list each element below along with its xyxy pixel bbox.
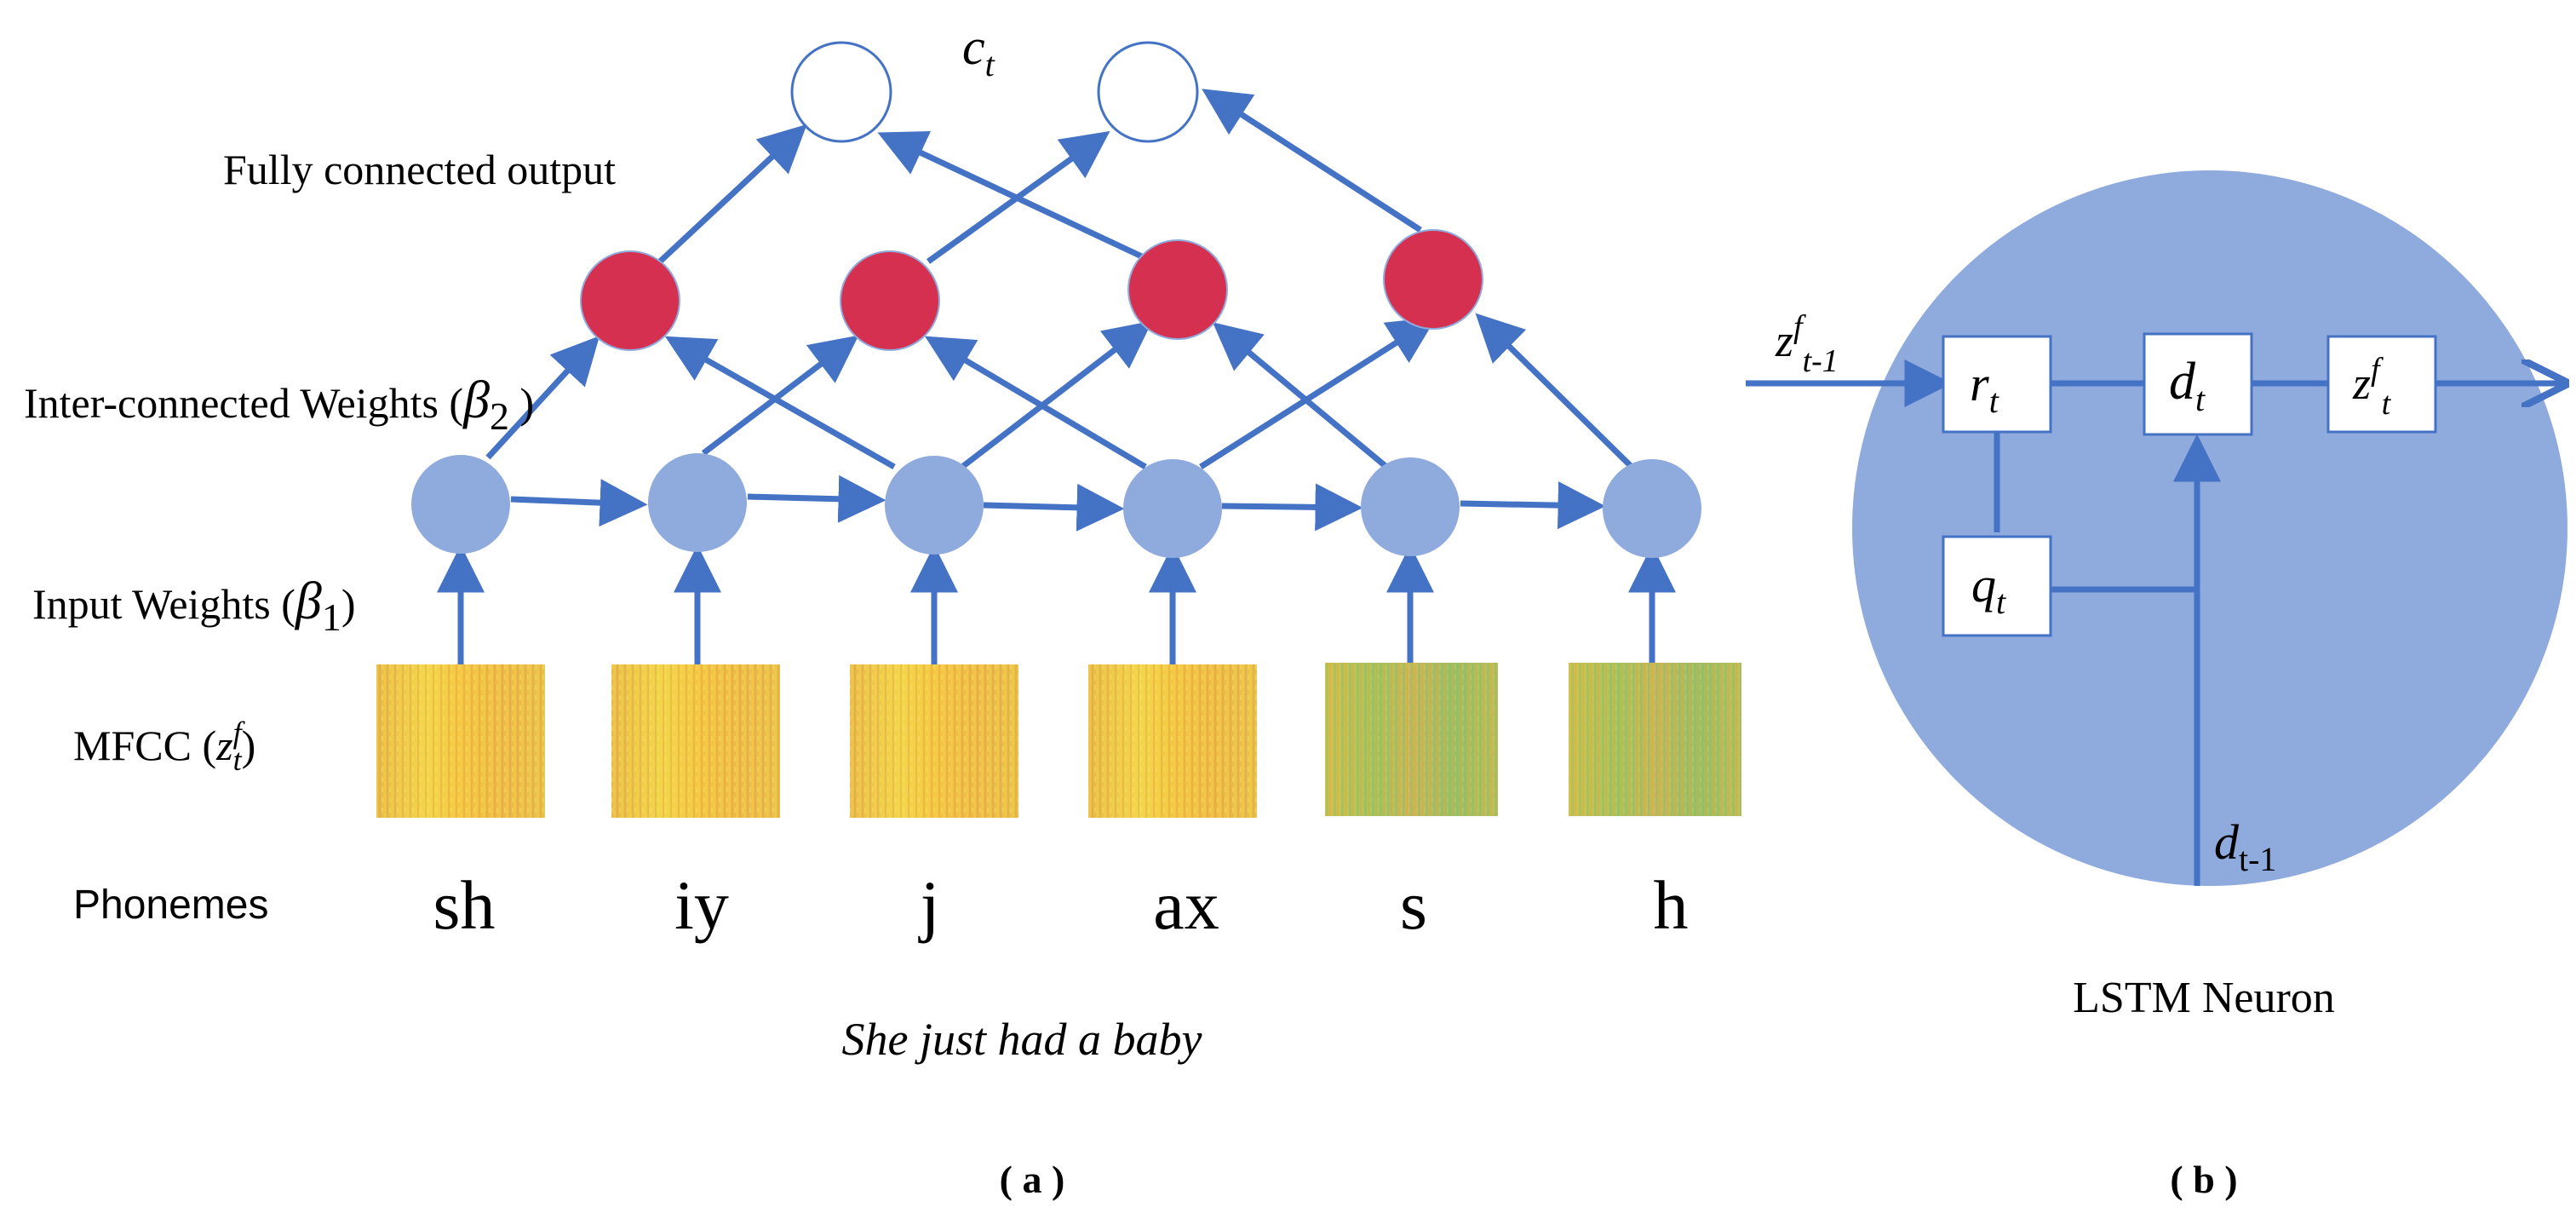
inter-connected-label: Inter-connected Weights (β2 ) bbox=[24, 371, 534, 438]
hidden-layer bbox=[580, 229, 1483, 351]
edge-lstm4-hidden2 bbox=[924, 336, 1147, 470]
neuron-bottom-label: dt-1 bbox=[2214, 814, 2276, 878]
lstm-node-1 bbox=[411, 455, 510, 554]
phonemes-label: Phonemes bbox=[73, 883, 268, 928]
lstm-node-2 bbox=[648, 453, 747, 552]
mfcc-box-5 bbox=[1325, 663, 1498, 816]
hidden-node-4 bbox=[1383, 229, 1483, 330]
mfcc-box-2 bbox=[611, 664, 780, 818]
output-node-2 bbox=[1097, 41, 1199, 143]
edge-lstm6-hidden4 bbox=[1475, 313, 1634, 469]
edge-lstm3-lstm4 bbox=[983, 483, 1125, 532]
edge-lstm2-lstm3 bbox=[747, 474, 886, 523]
mfcc-box-4 bbox=[1088, 664, 1257, 818]
edge-hidden1-output1 bbox=[657, 124, 807, 264]
fully-connected-label: Fully connected output bbox=[223, 146, 616, 193]
neuron-edges bbox=[1746, 359, 2563, 886]
edge-lstm5-hidden3 bbox=[1212, 322, 1389, 469]
input-weights-label: Input Weights (β1) bbox=[32, 572, 355, 639]
caption-b: ( b ) bbox=[2170, 1158, 2237, 1201]
edge-hidden4-output2 bbox=[1202, 89, 1422, 233]
hidden-node-3 bbox=[1127, 239, 1228, 340]
gate-r-label: rt bbox=[1970, 356, 1999, 420]
edge-lstm3-hidden3 bbox=[960, 320, 1153, 469]
edge-lstm3-hidden1 bbox=[664, 336, 896, 470]
caption-a: ( a ) bbox=[1000, 1158, 1065, 1201]
gate-q: qt bbox=[1942, 535, 2052, 637]
lstm-neuron-body bbox=[1852, 170, 2567, 886]
output-layer bbox=[790, 41, 1199, 143]
phoneme-6: h bbox=[1654, 866, 1689, 944]
sentence: She just had a baby bbox=[842, 1014, 1202, 1065]
phoneme-1: sh bbox=[433, 866, 496, 944]
neuron-input-label: zft-1 bbox=[1775, 309, 1839, 379]
mfcc-row bbox=[376, 663, 1741, 818]
phoneme-row: sh iy j ax s h bbox=[433, 866, 1689, 944]
lstm-node-4 bbox=[1123, 459, 1222, 558]
phoneme-3: j bbox=[918, 866, 940, 944]
mfcc-box-6 bbox=[1569, 663, 1741, 816]
neuron-label: LSTM Neuron bbox=[2073, 974, 2335, 1022]
phoneme-2: iy bbox=[674, 866, 729, 944]
lstm-node-5 bbox=[1361, 457, 1460, 556]
panel-a: ct Fully connected output Inter-connecte… bbox=[24, 19, 1741, 1201]
phoneme-5: s bbox=[1400, 866, 1427, 944]
mfcc-box-3 bbox=[850, 664, 1018, 818]
gate-r: rt bbox=[1942, 335, 2052, 434]
edge-lstm4-hidden4 bbox=[1199, 317, 1437, 469]
phoneme-4: ax bbox=[1153, 866, 1219, 944]
hidden-node-1 bbox=[580, 250, 680, 351]
gate-z-output: zft bbox=[2326, 335, 2437, 434]
lstm-node-3 bbox=[885, 456, 984, 555]
mfcc-box-1 bbox=[376, 664, 545, 818]
gate-q-label: qt bbox=[1971, 557, 2006, 621]
edges bbox=[437, 89, 1676, 664]
lstm-layer bbox=[411, 453, 1701, 558]
output-node-1 bbox=[790, 41, 892, 143]
edge-hidden3-output1 bbox=[877, 130, 1147, 262]
gate-d: dt bbox=[2143, 332, 2253, 436]
lstm-node-6 bbox=[1603, 459, 1701, 558]
output-label: ct bbox=[962, 19, 995, 83]
edge-lstm5-lstm6 bbox=[1460, 481, 1606, 530]
panel-b: rt dt zft qt zft-1 dt-1 LSTM Neuron ( b … bbox=[1746, 170, 2567, 1201]
edge-lstm1-hidden1 bbox=[485, 336, 600, 460]
edge-lstm4-lstm5 bbox=[1221, 483, 1363, 532]
hidden-node-2 bbox=[840, 250, 940, 351]
gate-d-label: dt bbox=[2169, 353, 2206, 418]
edge-lstm1-lstm2 bbox=[510, 479, 648, 527]
